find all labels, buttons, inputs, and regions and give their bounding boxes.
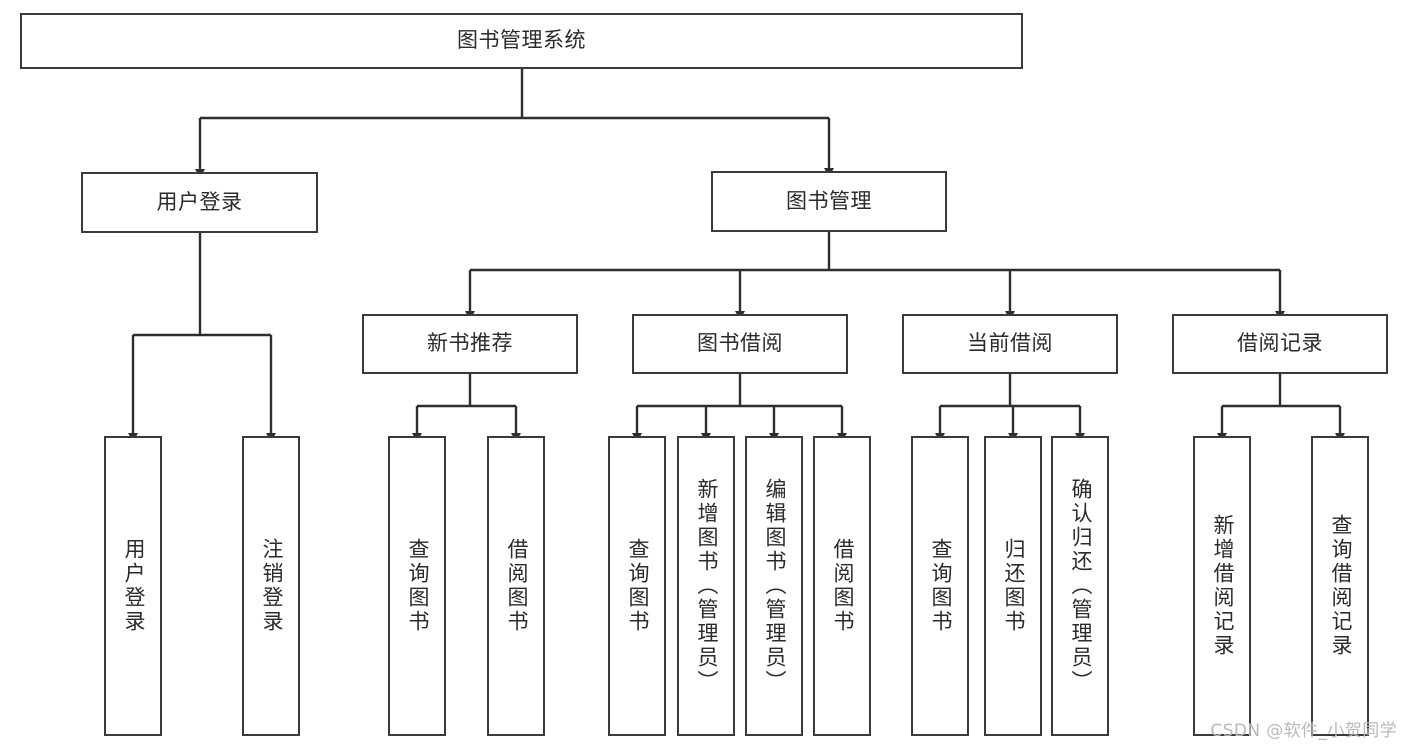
node-leaf-add-book[interactable]: 新增图书（管理员） (677, 436, 735, 736)
node-label: 编辑图书（管理员） (762, 478, 787, 694)
node-borrow-record[interactable]: 借阅记录 (1172, 314, 1388, 374)
node-label: 图书管理系统 (457, 28, 586, 53)
node-leaf-return[interactable]: 归还图书 (984, 436, 1042, 736)
node-label: 新书推荐 (427, 331, 513, 356)
node-label: 查询图书 (928, 538, 953, 634)
node-leaf-query-3[interactable]: 查询图书 (911, 436, 969, 736)
node-label: 新增借阅记录 (1210, 514, 1235, 658)
node-label: 新增图书（管理员） (694, 478, 719, 694)
node-root[interactable]: 图书管理系统 (20, 13, 1023, 69)
node-label: 借阅图书 (504, 538, 529, 634)
node-leaf-query-2[interactable]: 查询图书 (608, 436, 666, 736)
node-book-manage[interactable]: 图书管理 (711, 171, 947, 232)
node-leaf-query-rec[interactable]: 查询借阅记录 (1311, 436, 1369, 736)
node-leaf-edit-book[interactable]: 编辑图书（管理员） (745, 436, 803, 736)
node-label: 借阅图书 (830, 538, 855, 634)
node-leaf-borrow-1[interactable]: 借阅图书 (487, 436, 545, 736)
node-label: 确认归还（管理员） (1068, 478, 1093, 694)
node-current-borrow[interactable]: 当前借阅 (902, 314, 1118, 374)
node-leaf-confirm[interactable]: 确认归还（管理员） (1051, 436, 1109, 736)
node-label: 查询图书 (625, 538, 650, 634)
node-leaf-borrow-2[interactable]: 借阅图书 (813, 436, 871, 736)
node-leaf-logout[interactable]: 注销登录 (242, 436, 300, 736)
node-label: 查询图书 (405, 538, 430, 634)
watermark-label: CSDN @软件_小贺同学 (1210, 721, 1397, 741)
node-label: 图书管理 (786, 188, 872, 213)
node-label: 归还图书 (1001, 538, 1026, 634)
node-user-login[interactable]: 用户登录 (81, 172, 318, 233)
node-label: 当前借阅 (967, 331, 1053, 356)
node-label: 借阅记录 (1237, 331, 1323, 356)
node-label: 用户登录 (121, 538, 146, 634)
node-label: 查询借阅记录 (1328, 514, 1353, 658)
node-leaf-user-login[interactable]: 用户登录 (104, 436, 162, 736)
node-label: 图书借阅 (697, 331, 783, 356)
node-leaf-add-record[interactable]: 新增借阅记录 (1193, 436, 1251, 736)
node-leaf-query-1[interactable]: 查询图书 (388, 436, 446, 736)
node-label: 用户登录 (156, 189, 243, 214)
node-book-borrow[interactable]: 图书借阅 (632, 314, 848, 374)
node-new-book-rec[interactable]: 新书推荐 (362, 314, 578, 374)
node-label: 注销登录 (259, 538, 284, 634)
